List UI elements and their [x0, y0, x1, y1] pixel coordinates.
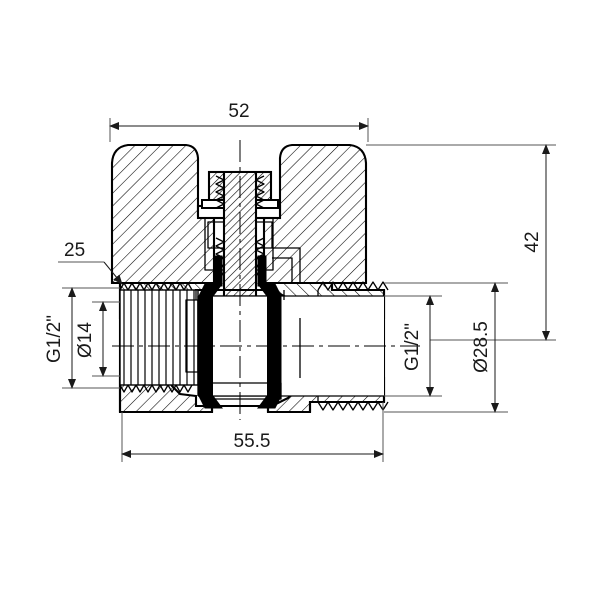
- centerlines: [112, 140, 420, 420]
- dimension-body-length: 55.5: [121, 402, 384, 462]
- stem-packing-gland: [207, 221, 301, 287]
- dimension-label-55-5: 55.5: [234, 431, 271, 452]
- dimension-body-outer-diameter: Ø28.5: [384, 282, 508, 413]
- dimension-label-g12-left: G1/2": [44, 315, 65, 363]
- dimension-label-d28-5: Ø28.5: [471, 321, 492, 373]
- stem-collar: [195, 290, 285, 300]
- dimension-thread-right: G1/2": [384, 295, 442, 397]
- valve-geometry: [110, 140, 420, 420]
- dimension-thread-left: G1/2": [44, 287, 120, 389]
- dimension-label-g12-right: G1/2": [402, 323, 423, 371]
- body-shoulder-detail: [299, 283, 333, 412]
- dimension-label-d14: Ø14: [75, 322, 96, 358]
- handle-wing-left: [110, 143, 216, 285]
- callout-hex-flat: 25: [58, 240, 123, 285]
- female-thread-left: [119, 282, 199, 393]
- dimension-overall-height: 42: [366, 144, 556, 341]
- dimension-label-25: 25: [64, 240, 85, 261]
- dimension-label-52: 52: [228, 101, 249, 122]
- dimension-handle-width: 52: [109, 101, 369, 142]
- dimension-bore: Ø14: [75, 301, 120, 377]
- bottom-retainer: [208, 382, 282, 400]
- dimension-label-42: 42: [522, 231, 543, 252]
